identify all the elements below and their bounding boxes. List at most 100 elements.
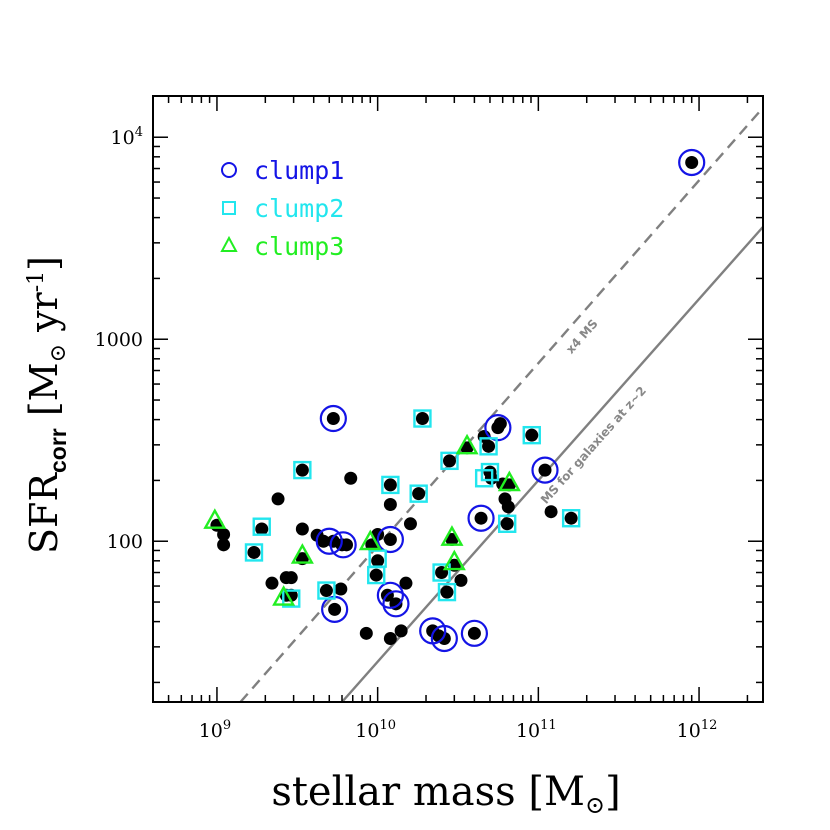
clump1-point: [319, 404, 347, 433]
all-point: [538, 463, 552, 477]
all-point: [440, 585, 454, 599]
clump3-point: [272, 585, 296, 606]
all-point: [217, 538, 231, 552]
x-axis-title-sub: ⊙: [585, 791, 605, 819]
all-point: [412, 487, 426, 501]
y-tick-label: 104: [111, 125, 143, 149]
y-axis-title-sub: corr: [45, 428, 71, 473]
clump2-point: [293, 460, 312, 480]
all-point: [383, 532, 397, 546]
axis-ticks: 109 1010 1011 1012 100 1000 104: [95, 96, 763, 742]
all-point: [502, 478, 516, 492]
all-point: [399, 576, 413, 590]
all-point: [295, 522, 309, 536]
clump2-point: [368, 549, 387, 568]
all-point: [255, 522, 269, 536]
all-point: [454, 573, 468, 587]
all-point: [415, 412, 429, 426]
series-clump1: [315, 148, 706, 653]
clump2-point: [479, 437, 498, 456]
legend-marker-triangle: [220, 235, 238, 252]
all-point: [383, 497, 397, 511]
clump3-point: [455, 433, 479, 455]
series-clump3: [203, 433, 521, 606]
data-points: [203, 148, 706, 653]
x-axis-title-end: ]: [605, 769, 621, 815]
clump3-point: [442, 549, 466, 571]
all-point: [383, 631, 397, 645]
clump2-point: [522, 425, 541, 445]
all-point: [340, 538, 354, 552]
all-point: [344, 471, 358, 485]
clump2-point: [317, 581, 336, 600]
all-point: [371, 554, 385, 568]
y-axis-title-unit-sup: -1: [24, 271, 49, 292]
legend-label-clump2: clump2: [254, 194, 344, 223]
all-point: [217, 527, 231, 541]
x-tick-label: 1010: [355, 718, 396, 742]
all-point: [326, 412, 340, 426]
clump2-point: [252, 517, 271, 536]
clump2-point: [413, 409, 432, 428]
legend-label-clump3: clump3: [254, 232, 344, 261]
legend-marker-circle: [221, 162, 237, 178]
x-tick-label: 1011: [516, 718, 557, 742]
all-point: [500, 517, 514, 531]
all-point: [394, 624, 408, 638]
x-tick-label: 1012: [677, 718, 718, 742]
all-point: [316, 534, 330, 548]
clump2-point: [498, 514, 517, 533]
clump1-point: [376, 525, 404, 554]
x-axis-title: stellar mass [M⊙]: [271, 769, 620, 819]
y-axis-title: SFRcorr [M⊙ yr-1]: [22, 256, 71, 554]
all-point: [265, 576, 279, 590]
x4-ms-line: [239, 106, 763, 702]
all-point: [369, 568, 383, 582]
all-point: [685, 155, 699, 169]
clump1-point: [315, 527, 343, 555]
all-point: [334, 582, 348, 596]
clump2-point: [432, 563, 451, 582]
clump3-point: [203, 508, 227, 529]
all-point: [284, 571, 298, 585]
clump1-point: [382, 590, 410, 618]
all-point: [493, 417, 507, 431]
clump2-point: [480, 462, 500, 482]
y-axis-title-unit-mid: yr: [22, 291, 66, 344]
clump2-point: [282, 589, 301, 608]
clump2-point: [409, 484, 428, 503]
all-point: [525, 428, 539, 442]
clump1-point: [329, 531, 357, 559]
y-tick-label: 100: [107, 531, 143, 553]
legend-marker-square: [222, 201, 236, 215]
clump1-point: [531, 456, 559, 484]
all-point: [460, 441, 474, 455]
x-tick-label: 109: [199, 718, 231, 742]
clump2-point: [440, 451, 459, 471]
x4-ms-line-label: x4 MS: [563, 317, 601, 357]
y-axis-title-main: SFR: [22, 472, 66, 554]
all-point: [359, 626, 373, 640]
all-point: [328, 602, 342, 616]
clump1-point: [460, 619, 489, 647]
clump1-point: [484, 414, 512, 442]
clump3-point: [358, 529, 382, 551]
clump3-point: [290, 543, 314, 564]
series-clump2: [244, 409, 581, 608]
clump2-point: [381, 475, 400, 495]
clump1-point: [467, 504, 495, 532]
clump1-point: [678, 148, 706, 177]
clump2-point: [437, 582, 457, 602]
all-point: [295, 463, 309, 477]
all-point: [445, 532, 459, 546]
reference-lines: [239, 106, 763, 702]
all-point: [474, 511, 488, 525]
clump2-point: [474, 469, 494, 488]
all-point: [403, 517, 417, 531]
ms-line-label: MS for galaxies at z~2: [538, 384, 649, 507]
series-all: [210, 155, 699, 645]
y-tick-label: 1000: [95, 329, 143, 351]
